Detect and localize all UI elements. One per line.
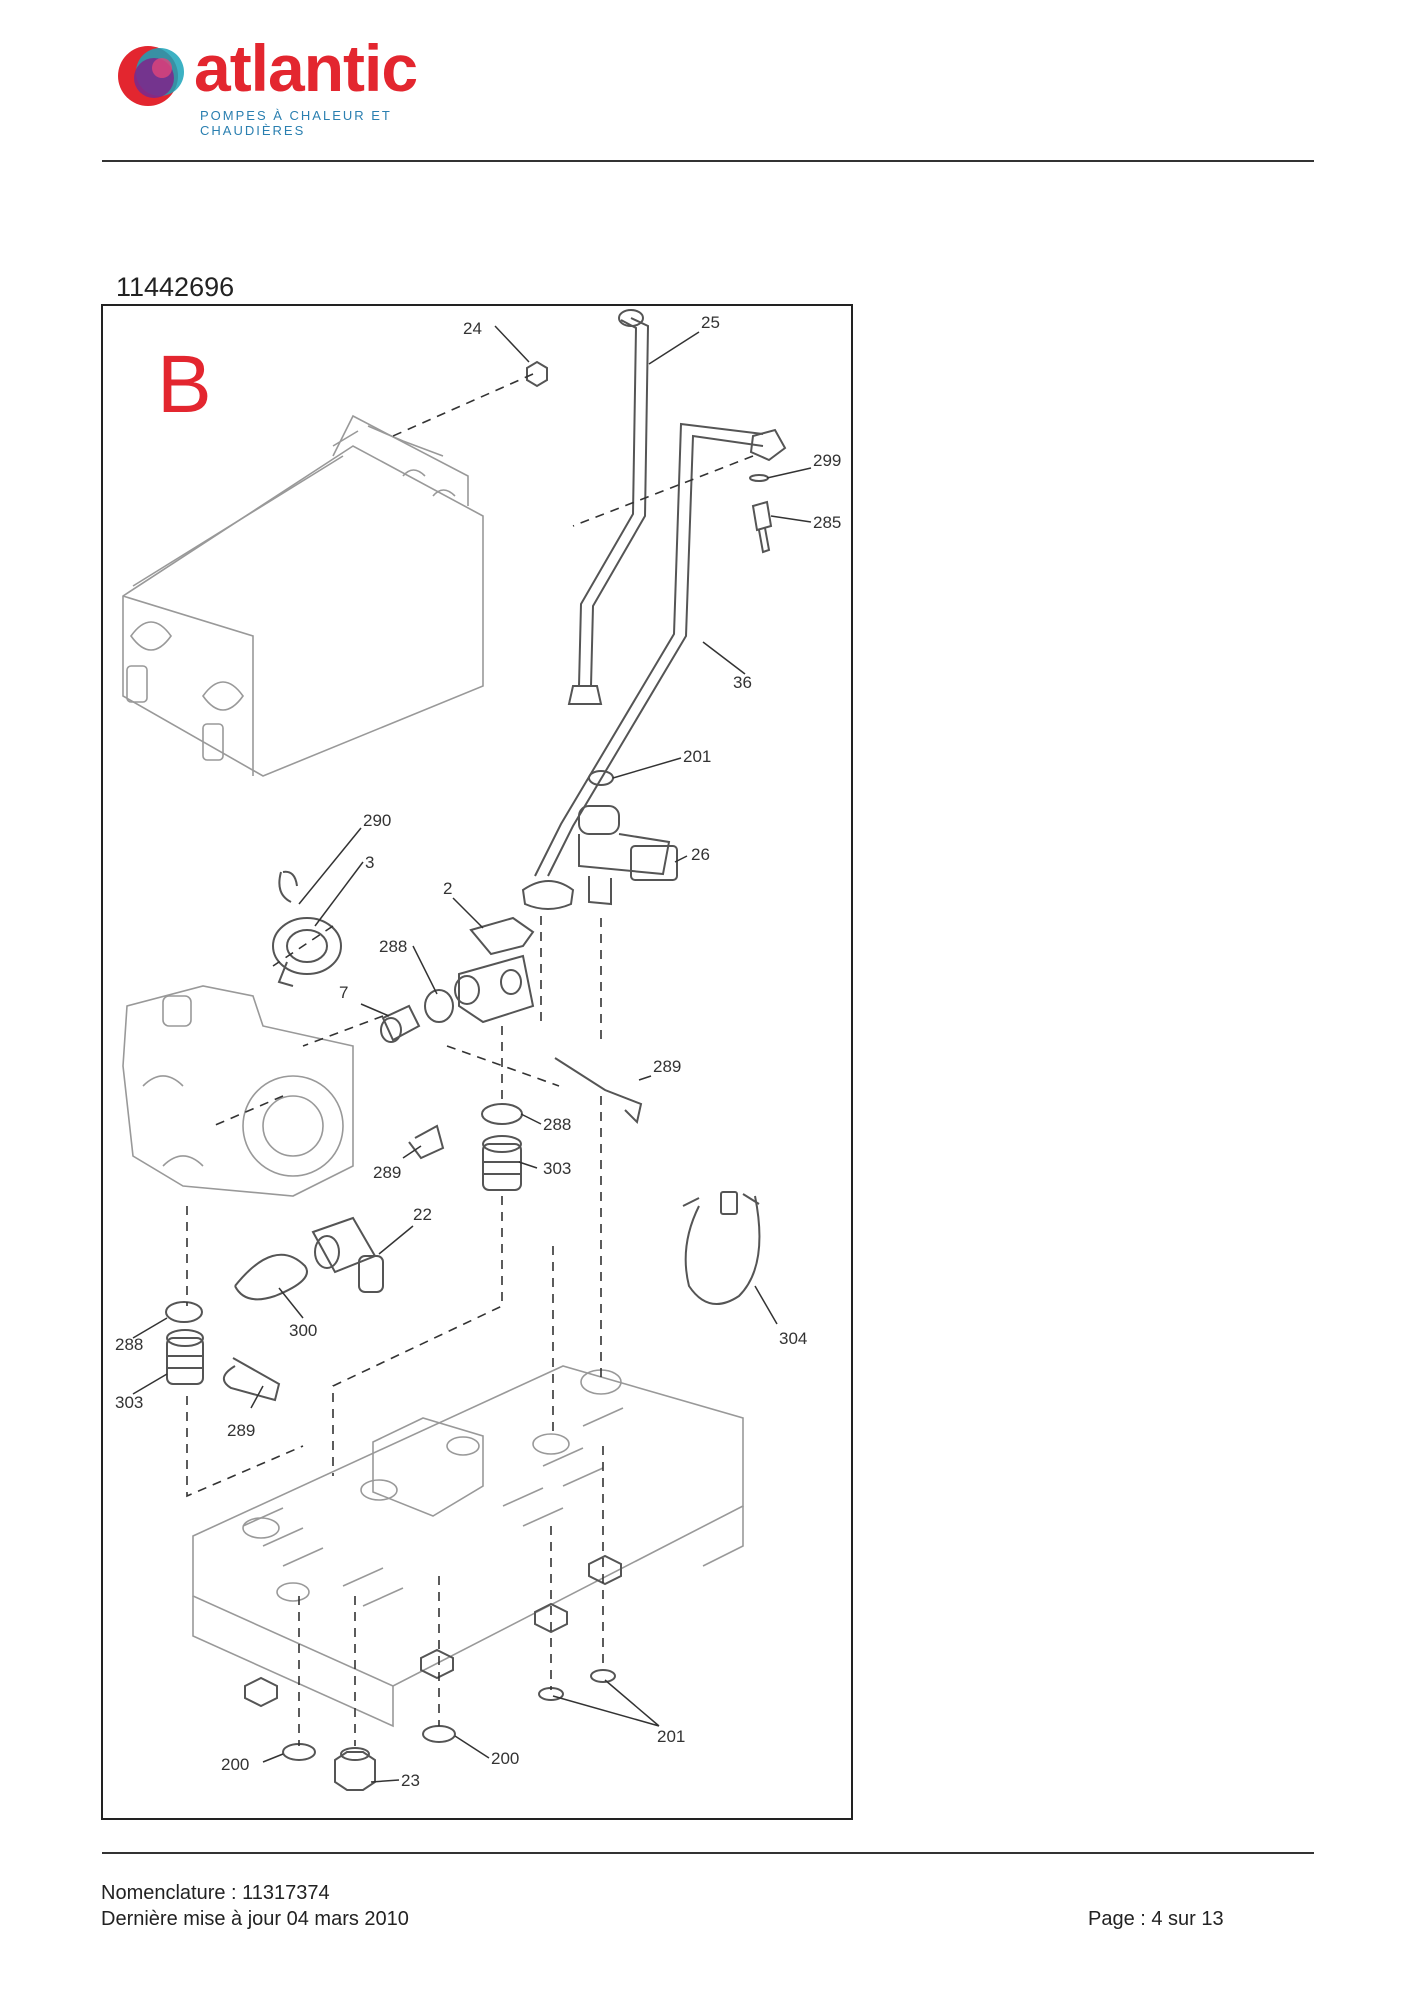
chassis — [192, 1365, 744, 1728]
washer-200-left — [282, 1743, 316, 1761]
tap-22 — [311, 1216, 384, 1293]
page-number: Page : 4 sur 13 — [1088, 1908, 1224, 1930]
nut-24 — [526, 360, 548, 388]
callout-201-bottom: 201 — [657, 1727, 685, 1746]
header-divider — [102, 160, 1314, 162]
callout-labels: 24 25 299 285 36 201 26 290 3 2 288 7 28… — [115, 313, 841, 1790]
brand-name: atlantic — [194, 31, 418, 105]
pipe-36 — [521, 422, 787, 910]
callout-36: 36 — [733, 673, 752, 692]
washer-201-bottom-2 — [590, 1669, 616, 1683]
exploded-view-drawing: 24 25 299 285 36 201 26 290 3 2 288 7 28… — [115, 309, 841, 1791]
callout-3: 3 — [365, 853, 374, 872]
callout-26: 26 — [691, 845, 710, 864]
sensor-285 — [749, 474, 773, 554]
callout-2: 2 — [443, 879, 452, 898]
callout-22: 22 — [413, 1205, 432, 1224]
valve-body-2 — [454, 916, 535, 1024]
brand-tagline: POMPES À CHALEUR ET CHAUDIÈRES — [200, 108, 392, 138]
callout-288-left: 288 — [115, 1335, 143, 1354]
fitting-303-left — [166, 1329, 204, 1385]
nut-bottom-4 — [588, 1554, 622, 1586]
callout-289-pump: 289 — [373, 1163, 401, 1182]
callout-304: 304 — [779, 1329, 807, 1348]
clip-289-pump — [408, 1124, 445, 1160]
fitting-23 — [334, 1747, 376, 1791]
callout-289-left: 289 — [227, 1421, 255, 1440]
callout-303-mid: 303 — [543, 1159, 571, 1178]
assembly-lines — [186, 373, 754, 1746]
callout-200-right: 200 — [491, 1749, 519, 1768]
fitting-303-mid — [482, 1135, 522, 1191]
callout-25: 25 — [701, 313, 720, 332]
callout-300: 300 — [289, 1321, 317, 1340]
callout-7: 7 — [339, 983, 348, 1002]
last-update-text: Dernière mise à jour 04 mars 2010 — [101, 1908, 409, 1930]
document-reference: 11442696 — [116, 272, 235, 302]
nut-bottom-3 — [534, 1602, 568, 1634]
callout-303-left: 303 — [115, 1393, 143, 1412]
callout-24: 24 — [463, 319, 482, 338]
logo-mark-icon — [118, 46, 184, 106]
callout-288-mid: 288 — [543, 1115, 571, 1134]
exploded-diagram: B — [101, 304, 853, 1820]
callout-290: 290 — [363, 811, 391, 830]
o-ring-288-mid — [481, 1103, 523, 1125]
nomenclature-text: Nomenclature : 11317374 — [101, 1882, 330, 1904]
callout-201-top: 201 — [683, 747, 711, 766]
callout-289-right: 289 — [653, 1057, 681, 1076]
callout-288-upper: 288 — [379, 937, 407, 956]
callout-299: 299 — [813, 451, 841, 470]
heat-exchanger — [122, 414, 484, 777]
pressure-sensor-3 — [272, 870, 342, 987]
callout-200-left: 200 — [221, 1755, 249, 1774]
clip-289-right — [554, 1057, 643, 1124]
nut-bottom-2 — [420, 1648, 454, 1680]
o-ring-288 — [424, 989, 454, 1023]
pump — [122, 985, 354, 1197]
callout-23: 23 — [401, 1771, 420, 1790]
connector-7 — [380, 1004, 421, 1043]
atlantic-logo: atlantic POMPES À CHALEUR ET CHAUDIÈRES — [112, 31, 492, 138]
footer-divider — [102, 1852, 1314, 1854]
washer-200-right — [422, 1725, 456, 1743]
clip-300 — [234, 1253, 308, 1301]
cable-304 — [682, 1191, 761, 1305]
pipe-25 — [567, 309, 650, 705]
leader-lines — [132, 325, 812, 1783]
o-ring-288-left — [165, 1301, 203, 1323]
section-letter: B — [157, 339, 212, 430]
callout-285: 285 — [813, 513, 841, 532]
nut-bottom-1 — [244, 1676, 278, 1708]
clip-289-left — [223, 1357, 281, 1402]
valve-26 — [578, 805, 678, 906]
